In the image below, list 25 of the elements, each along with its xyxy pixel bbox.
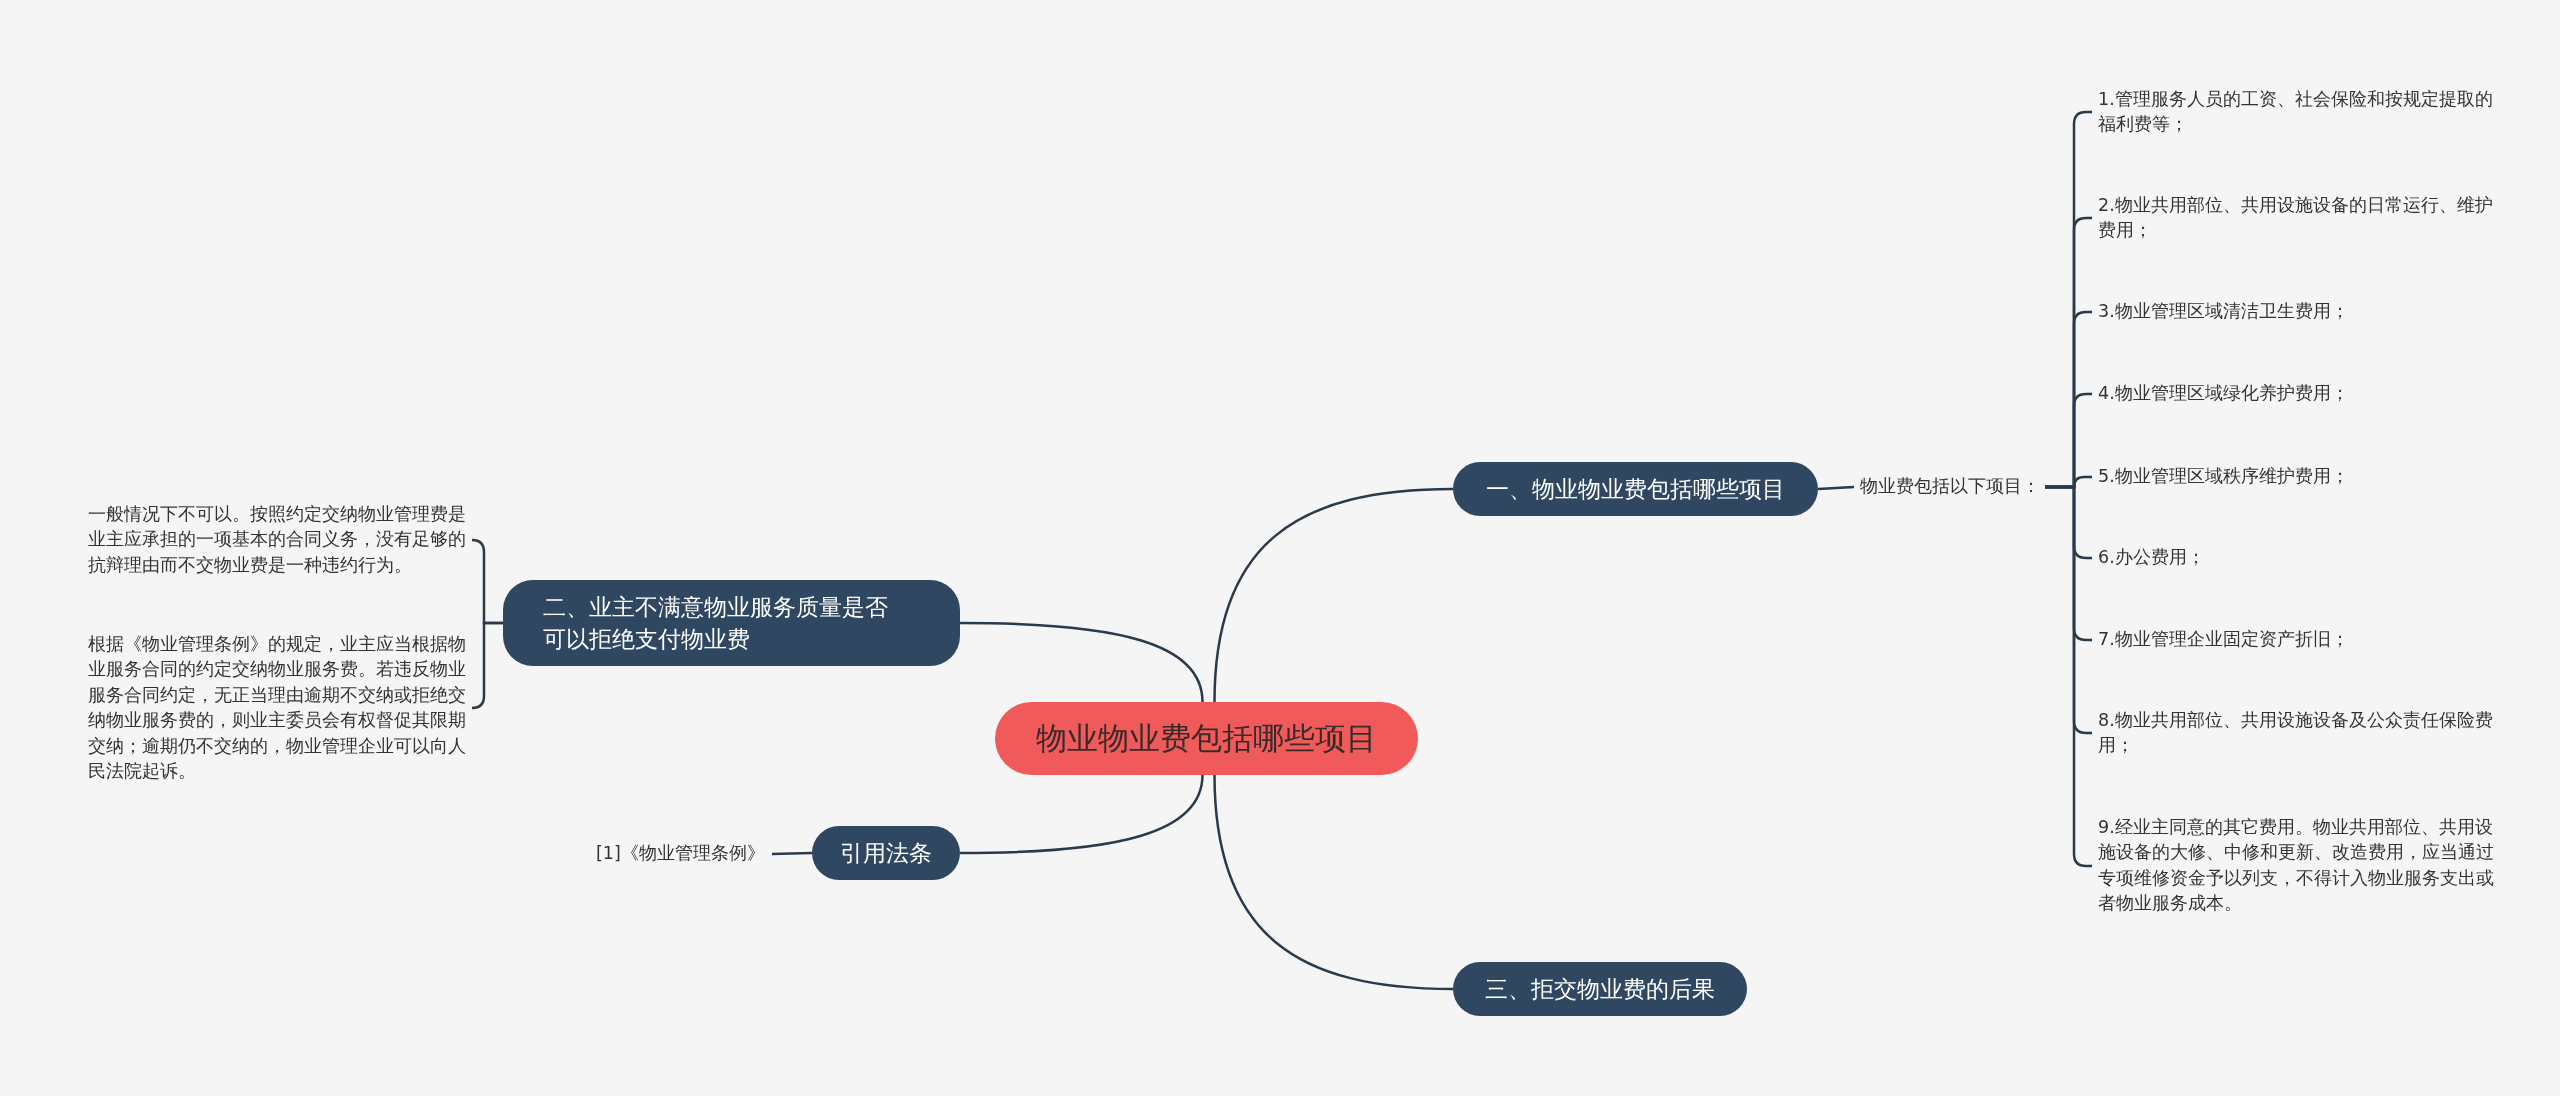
connector-line [470, 621, 503, 710]
item-text: 5.物业管理区域秩序维护费用； [2098, 464, 2498, 490]
topic-box: 二、业主不满意物业服务质量是否可以拒绝支付物业费 [503, 580, 960, 666]
subtopic-text: 物业费包括以下项目： [1860, 474, 2045, 500]
item-text: 4.物业管理区域绿化养护费用； [2098, 381, 2498, 407]
connector-line [1213, 487, 1454, 703]
item-text: 2.物业共用部位、共用设施设备的日常运行、维护费用； [2098, 192, 2498, 244]
connector-line [1817, 485, 1855, 491]
topic-box: 三、拒交物业费的后果 [1453, 962, 1747, 1016]
topic-box: 引用法条 [812, 826, 960, 880]
note-text: 根据《物业管理条例》的规定，业主应当根据物业服务合同的约定交纳物业服务费。若违反物业服务合同约定，无正当理由逾期不交纳或拒绝交纳物业服务费的，则业主委员会有权督促其限期交纳；逾期仍不交纳的，物业管理企业可以向人民法院起诉。 [88, 631, 470, 785]
note-text: 一般情况下不可以。按照约定交纳物业管理费是业主应承担的一项基本的合同义务，没有足够的抗辩理由而不交物业费是一种违约行为。 [88, 501, 470, 579]
item-text: 1.管理服务人员的工资、社会保险和按规定提取的福利费等； [2098, 86, 2498, 138]
item-text: 6.办公费用； [2098, 545, 2498, 571]
connector-line [771, 851, 813, 856]
item-text: 7.物业管理企业固定资产折旧； [2098, 627, 2498, 653]
item-text: 8.物业共用部位、共用设施设备及公众责任保险费用； [2098, 707, 2498, 759]
topic-box: 一、物业物业费包括哪些项目 [1453, 462, 1818, 516]
connector-line [960, 621, 1204, 703]
central-topic-box: 物业物业费包括哪些项目 [995, 702, 1418, 775]
reference-text: [1]《物业管理条例》 [596, 841, 768, 867]
connector-line [1213, 774, 1454, 991]
item-text: 9.经业主同意的其它费用。物业共用部位、共用设施设备的大修、中修和更新、改造费用，应当通过专项维修资金予以列支，不得计入物业服务支出或者物业服务成本。 [2098, 815, 2498, 917]
connector-line [960, 774, 1204, 855]
item-text: 3.物业管理区域清洁卫生费用； [2098, 299, 2498, 325]
